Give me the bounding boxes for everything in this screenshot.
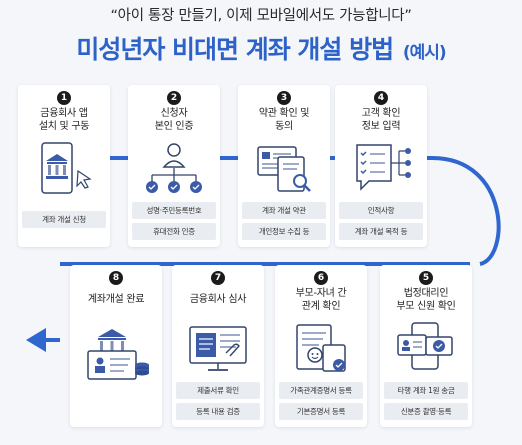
step-card-4: 4 고객 확인 정보 입력 인적사항 계좌 개설 목적 등 xyxy=(335,85,427,247)
step-label-line: 신청자 xyxy=(160,108,188,119)
step-label-line: 관계 확인 xyxy=(301,301,341,312)
step-label: 법정대리인 부모 신원 확인 xyxy=(382,287,470,313)
title-text: 미성년자 비대면 계좌 개설 방법 xyxy=(76,35,394,64)
step-tag: 기본증명서 등록 xyxy=(279,403,363,420)
step-label: 계좌개설 완료 xyxy=(72,293,160,306)
step-number: 1 xyxy=(57,91,71,105)
step-tag: 가족관계증명서 등록 xyxy=(279,382,363,399)
step-tag: 등록 내용 검증 xyxy=(176,403,260,420)
step-tag: 계좌 개설 약관 xyxy=(242,202,326,219)
id-card-phone-icon xyxy=(397,322,453,370)
step-card-8: 8 계좌개설 완료 xyxy=(70,265,162,427)
title-suffix: (예시) xyxy=(402,43,447,63)
step-label: 약관 확인 및 동의 xyxy=(240,107,328,133)
step-label-line: 약관 확인 및 xyxy=(258,108,310,119)
step-label-line: 정보 입력 xyxy=(361,121,401,132)
step-label-line: 본인 인증 xyxy=(154,121,194,132)
step-tag: 성명·주민등록번호 xyxy=(132,202,216,219)
checklist-icon xyxy=(356,144,411,191)
flow-curve xyxy=(431,156,501,266)
step-card-5: 5 법정대리인 부모 신원 확인 타행 계좌 1원 송금 신분증 촬영·등록 xyxy=(380,265,472,427)
page-title: 미성년자 비대면 계좌 개설 방법 (예시) xyxy=(0,30,522,66)
step-label-line: 동의 xyxy=(275,121,293,132)
step-label-line: 금융회사 심사 xyxy=(189,294,247,305)
header-quote: “아이 통장 만들기, 이제 모바일에서도 가능합니다” xyxy=(110,8,412,24)
step-number: 7 xyxy=(211,271,225,285)
step-label-line: 설치 및 구동 xyxy=(38,121,90,132)
step-label-line: 부모 신원 확인 xyxy=(396,301,456,312)
step-tag: 인적사항 xyxy=(339,202,423,219)
step-label: 신청자 본인 인증 xyxy=(130,107,218,133)
certificate-icon xyxy=(296,324,346,372)
step-tag: 계좌 개설 신청 xyxy=(22,211,106,228)
review-monitor-icon xyxy=(189,326,247,371)
step-label-line: 고객 확인 xyxy=(361,108,401,119)
step-number: 6 xyxy=(314,271,328,285)
step-label-line: 부모-자녀 간 xyxy=(295,288,347,299)
step-card-7: 7 금융회사 심사 제출서류 확인 등록 내용 검증 xyxy=(172,265,264,427)
person-hierarchy-icon xyxy=(146,143,202,193)
step-label-line: 금융회사 앱 xyxy=(40,108,88,119)
step-label: 고객 확인 정보 입력 xyxy=(337,107,425,133)
step-card-1: 1 금융회사 앱 설치 및 구동 계좌 개설 신청 xyxy=(18,85,110,247)
step-number: 2 xyxy=(167,91,181,105)
step-number: 4 xyxy=(374,91,388,105)
document-magnifier-icon xyxy=(257,146,311,192)
step-label-line: 법정대리인 xyxy=(403,288,449,299)
flow-arrowhead xyxy=(26,328,46,352)
step-card-2: 2 신청자 본인 인증 성명·주민등록번호 휴대전화 인증 xyxy=(128,85,220,247)
bank-account-complete-icon xyxy=(87,329,149,380)
step-label: 금융회사 앱 설치 및 구동 xyxy=(20,107,108,133)
step-label: 부모-자녀 간 관계 확인 xyxy=(277,287,365,313)
step-card-3: 3 약관 확인 및 동의 계좌 개설 약관 개인정보 수집 등 xyxy=(238,85,330,247)
step-label-line: 계좌개설 완료 xyxy=(87,294,145,305)
step-number: 5 xyxy=(419,271,433,285)
step-tag: 신분증 촬영·등록 xyxy=(384,403,468,420)
bank-app-phone-icon xyxy=(41,142,92,194)
step-tag: 제출서류 확인 xyxy=(176,382,260,399)
step-tag: 계좌 개설 목적 등 xyxy=(339,223,423,240)
step-tag: 개인정보 수집 등 xyxy=(242,223,326,240)
step-number: 8 xyxy=(109,271,123,285)
step-card-6: 6 부모-자녀 간 관계 확인 가족관계증명서 등록 기본증명서 등록 xyxy=(275,265,367,427)
step-tag: 휴대전화 인증 xyxy=(132,223,216,240)
step-number: 3 xyxy=(277,91,291,105)
step-label: 금융회사 심사 xyxy=(174,293,262,306)
step-tag: 타행 계좌 1원 송금 xyxy=(384,382,468,399)
